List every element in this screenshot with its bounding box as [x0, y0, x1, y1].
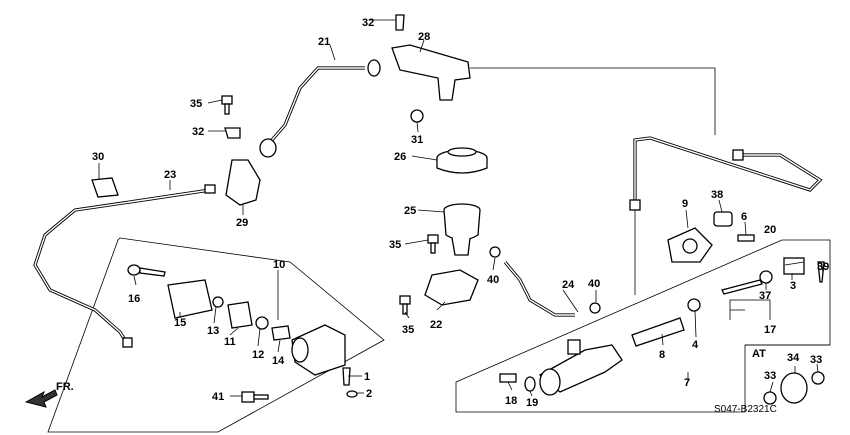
- callout-33: 33: [764, 370, 776, 382]
- callout-29: 29: [236, 217, 248, 229]
- bolt-35-low: [399, 295, 411, 315]
- guide-line-pipe: [470, 67, 716, 295]
- leader-lines: [98, 19, 824, 397]
- callout-16: 16: [128, 293, 140, 305]
- master-cylinder-7: [538, 339, 623, 396]
- callout-40: 40: [487, 274, 499, 286]
- nut-37: [759, 270, 773, 284]
- callout-28: 28: [418, 31, 430, 43]
- callout-3: 3: [790, 280, 796, 292]
- callout-34: 34: [787, 352, 800, 364]
- cap-2: [346, 390, 358, 398]
- callout-37: 37: [759, 290, 771, 302]
- bracket-30: [91, 177, 119, 198]
- callout-32: 32: [192, 126, 204, 138]
- nut-33-right: [811, 371, 825, 385]
- callout-24: 24: [562, 279, 575, 291]
- clip-32-top: [395, 14, 405, 31]
- callout-40: 40: [588, 278, 600, 290]
- boot-15: [167, 279, 213, 319]
- cap-34: [780, 372, 808, 404]
- callout-12: 12: [252, 349, 264, 361]
- callout-10: 10: [273, 259, 285, 271]
- callout-39: 39: [817, 261, 829, 273]
- pushrod-16: [127, 264, 166, 277]
- reservoir-cap-26: [436, 147, 488, 174]
- clip-40-lower: [589, 302, 601, 314]
- bolt-41: [241, 391, 269, 403]
- callout-22: 22: [430, 319, 442, 331]
- bolt-35-top: [221, 95, 233, 115]
- spring-14: [271, 325, 291, 341]
- reservoir-hose-24: [503, 260, 575, 317]
- callout-19: 19: [526, 397, 538, 409]
- nut-33-left: [763, 391, 777, 405]
- callout-13: 13: [207, 325, 219, 337]
- bracket-29: [225, 159, 261, 206]
- callout-1: 1: [364, 371, 370, 383]
- callout-33: 33: [810, 354, 822, 366]
- callout-8: 8: [659, 349, 665, 361]
- callout-4: 4: [692, 339, 699, 351]
- callout-17: 17: [764, 324, 776, 336]
- clip-40-upper: [489, 246, 501, 258]
- bolt-6: [737, 234, 755, 242]
- seal-19: [524, 376, 536, 392]
- bolt-35-mid: [427, 234, 439, 254]
- slave-cylinder-body: [291, 324, 346, 376]
- callout-15: 15: [174, 317, 186, 329]
- callout-26: 26: [394, 151, 406, 163]
- piston-11: [227, 301, 253, 329]
- bracket-22: [424, 269, 479, 306]
- cap-38: [713, 211, 733, 227]
- callout-23: 23: [164, 169, 176, 181]
- joint-18: [499, 373, 517, 383]
- at-label: AT: [752, 348, 766, 360]
- reservoir-25: [443, 203, 481, 256]
- boot-8: [631, 317, 685, 347]
- gasket-9: [667, 227, 713, 263]
- callout-35: 35: [190, 98, 202, 110]
- callout-35: 35: [389, 239, 401, 251]
- washer-13: [212, 296, 224, 308]
- callout-32: 32: [362, 17, 374, 29]
- cup-12: [255, 316, 269, 330]
- callout-41: 41: [212, 391, 224, 403]
- pushrod-17: [721, 279, 763, 295]
- clutch-pipe-20: [629, 136, 823, 211]
- callout-38: 38: [711, 189, 723, 201]
- fr-label: FR.: [56, 381, 74, 393]
- clip-4: [687, 298, 701, 312]
- master-cylinder-group-box: [47, 237, 385, 433]
- callout-21: 21: [318, 36, 330, 48]
- callout-6: 6: [741, 211, 747, 223]
- callout-25: 25: [404, 205, 416, 217]
- callout-30: 30: [92, 151, 104, 163]
- diagram-code: S047-B2321C: [714, 404, 777, 415]
- callout-35: 35: [402, 324, 414, 336]
- callout-7: 7: [684, 377, 690, 389]
- callout-18: 18: [505, 395, 517, 407]
- callout-9: 9: [682, 198, 688, 210]
- callout-20: 20: [764, 224, 776, 236]
- clutch-hose-21: [259, 59, 381, 158]
- bleeder-1: [342, 367, 351, 386]
- callout-31: 31: [411, 134, 423, 146]
- callout-14: 14: [272, 355, 285, 367]
- clutch-pipe-23: [33, 184, 216, 348]
- callout-2: 2: [366, 388, 372, 400]
- fr-arrow: [24, 389, 58, 408]
- clevis-3: [783, 257, 805, 275]
- nut-31: [410, 109, 424, 123]
- bracket-28: [391, 44, 471, 101]
- callout-11: 11: [224, 336, 236, 348]
- clip-32-left: [224, 127, 241, 139]
- callouts: 32 21 28 35 32 30 23 29 31 26 25 35 22 3…: [92, 17, 829, 409]
